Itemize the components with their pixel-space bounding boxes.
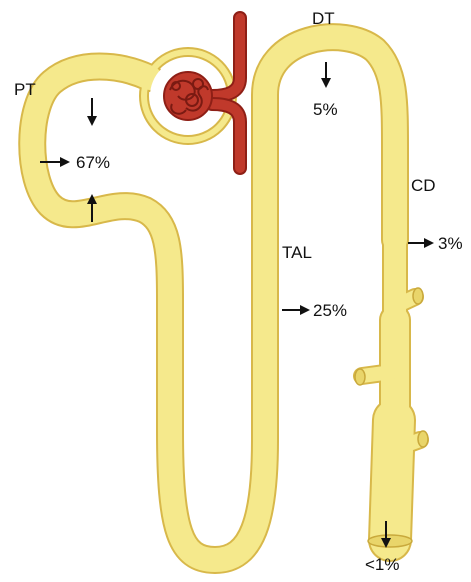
- label-tal: TAL: [282, 244, 312, 261]
- value-excreted: <1%: [365, 556, 400, 573]
- value-dt: 5%: [313, 101, 338, 118]
- value-tal: 25%: [313, 302, 347, 319]
- label-cd: CD: [411, 177, 436, 194]
- value-cd: 3%: [438, 235, 463, 252]
- blood-vessel: [212, 18, 240, 168]
- label-pt: PT: [14, 81, 36, 98]
- glomerulus: [164, 72, 212, 120]
- label-dt: DT: [312, 10, 335, 27]
- value-pt: 67%: [76, 154, 110, 171]
- tubule-fill: [32, 37, 420, 560]
